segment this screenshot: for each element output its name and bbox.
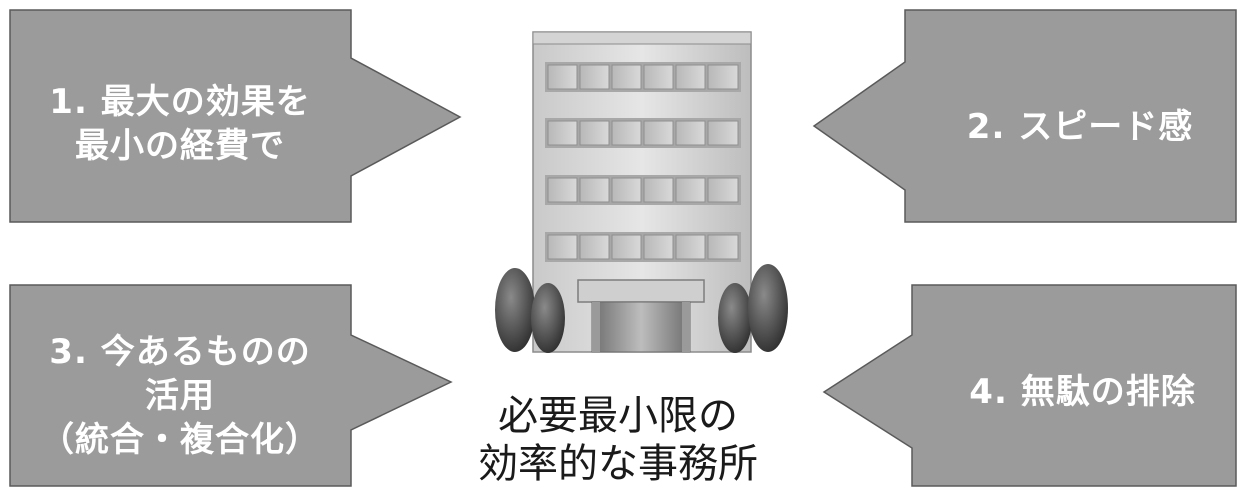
principle-3-line-1: 3. 今あるものの — [49, 332, 311, 372]
principle-label-1: 1. 最大の効果を 最小の経費で — [20, 80, 340, 168]
window-row-2 — [545, 118, 741, 148]
principle-label-2: 2. スピード感 — [930, 105, 1230, 149]
principle-arrow-4 — [822, 284, 1237, 487]
principle-2-line-1: 2. スピード感 — [966, 107, 1194, 147]
principle-label-3: 3. 今あるものの 活用 （統合・複合化） — [20, 330, 340, 462]
window-row-3 — [545, 175, 741, 205]
center-caption-line-2: 効率的な事務所 — [478, 441, 758, 487]
window-row-4 — [545, 232, 741, 262]
principle-arrow-3 — [9, 284, 453, 487]
tree-icon — [495, 264, 788, 353]
principle-4-line-1: 4. 無駄の排除 — [969, 372, 1196, 412]
principle-1-line-1: 1. 最大の効果を — [49, 82, 311, 122]
building-entrance — [577, 279, 705, 353]
principle-3-line-3: （統合・複合化） — [40, 420, 320, 460]
window-row-1 — [545, 62, 741, 92]
center-caption-line-1: 必要最小限の — [498, 393, 738, 439]
principle-arrow-1 — [9, 9, 462, 223]
principle-arrow-2 — [812, 9, 1237, 223]
principle-3-line-2: 活用 — [145, 376, 215, 416]
office-building-icon — [495, 31, 788, 353]
principle-1-line-2: 最小の経費で — [75, 126, 285, 166]
principle-label-4: 4. 無駄の排除 — [935, 370, 1230, 414]
center-caption: 必要最小限の 効率的な事務所 — [468, 392, 768, 488]
